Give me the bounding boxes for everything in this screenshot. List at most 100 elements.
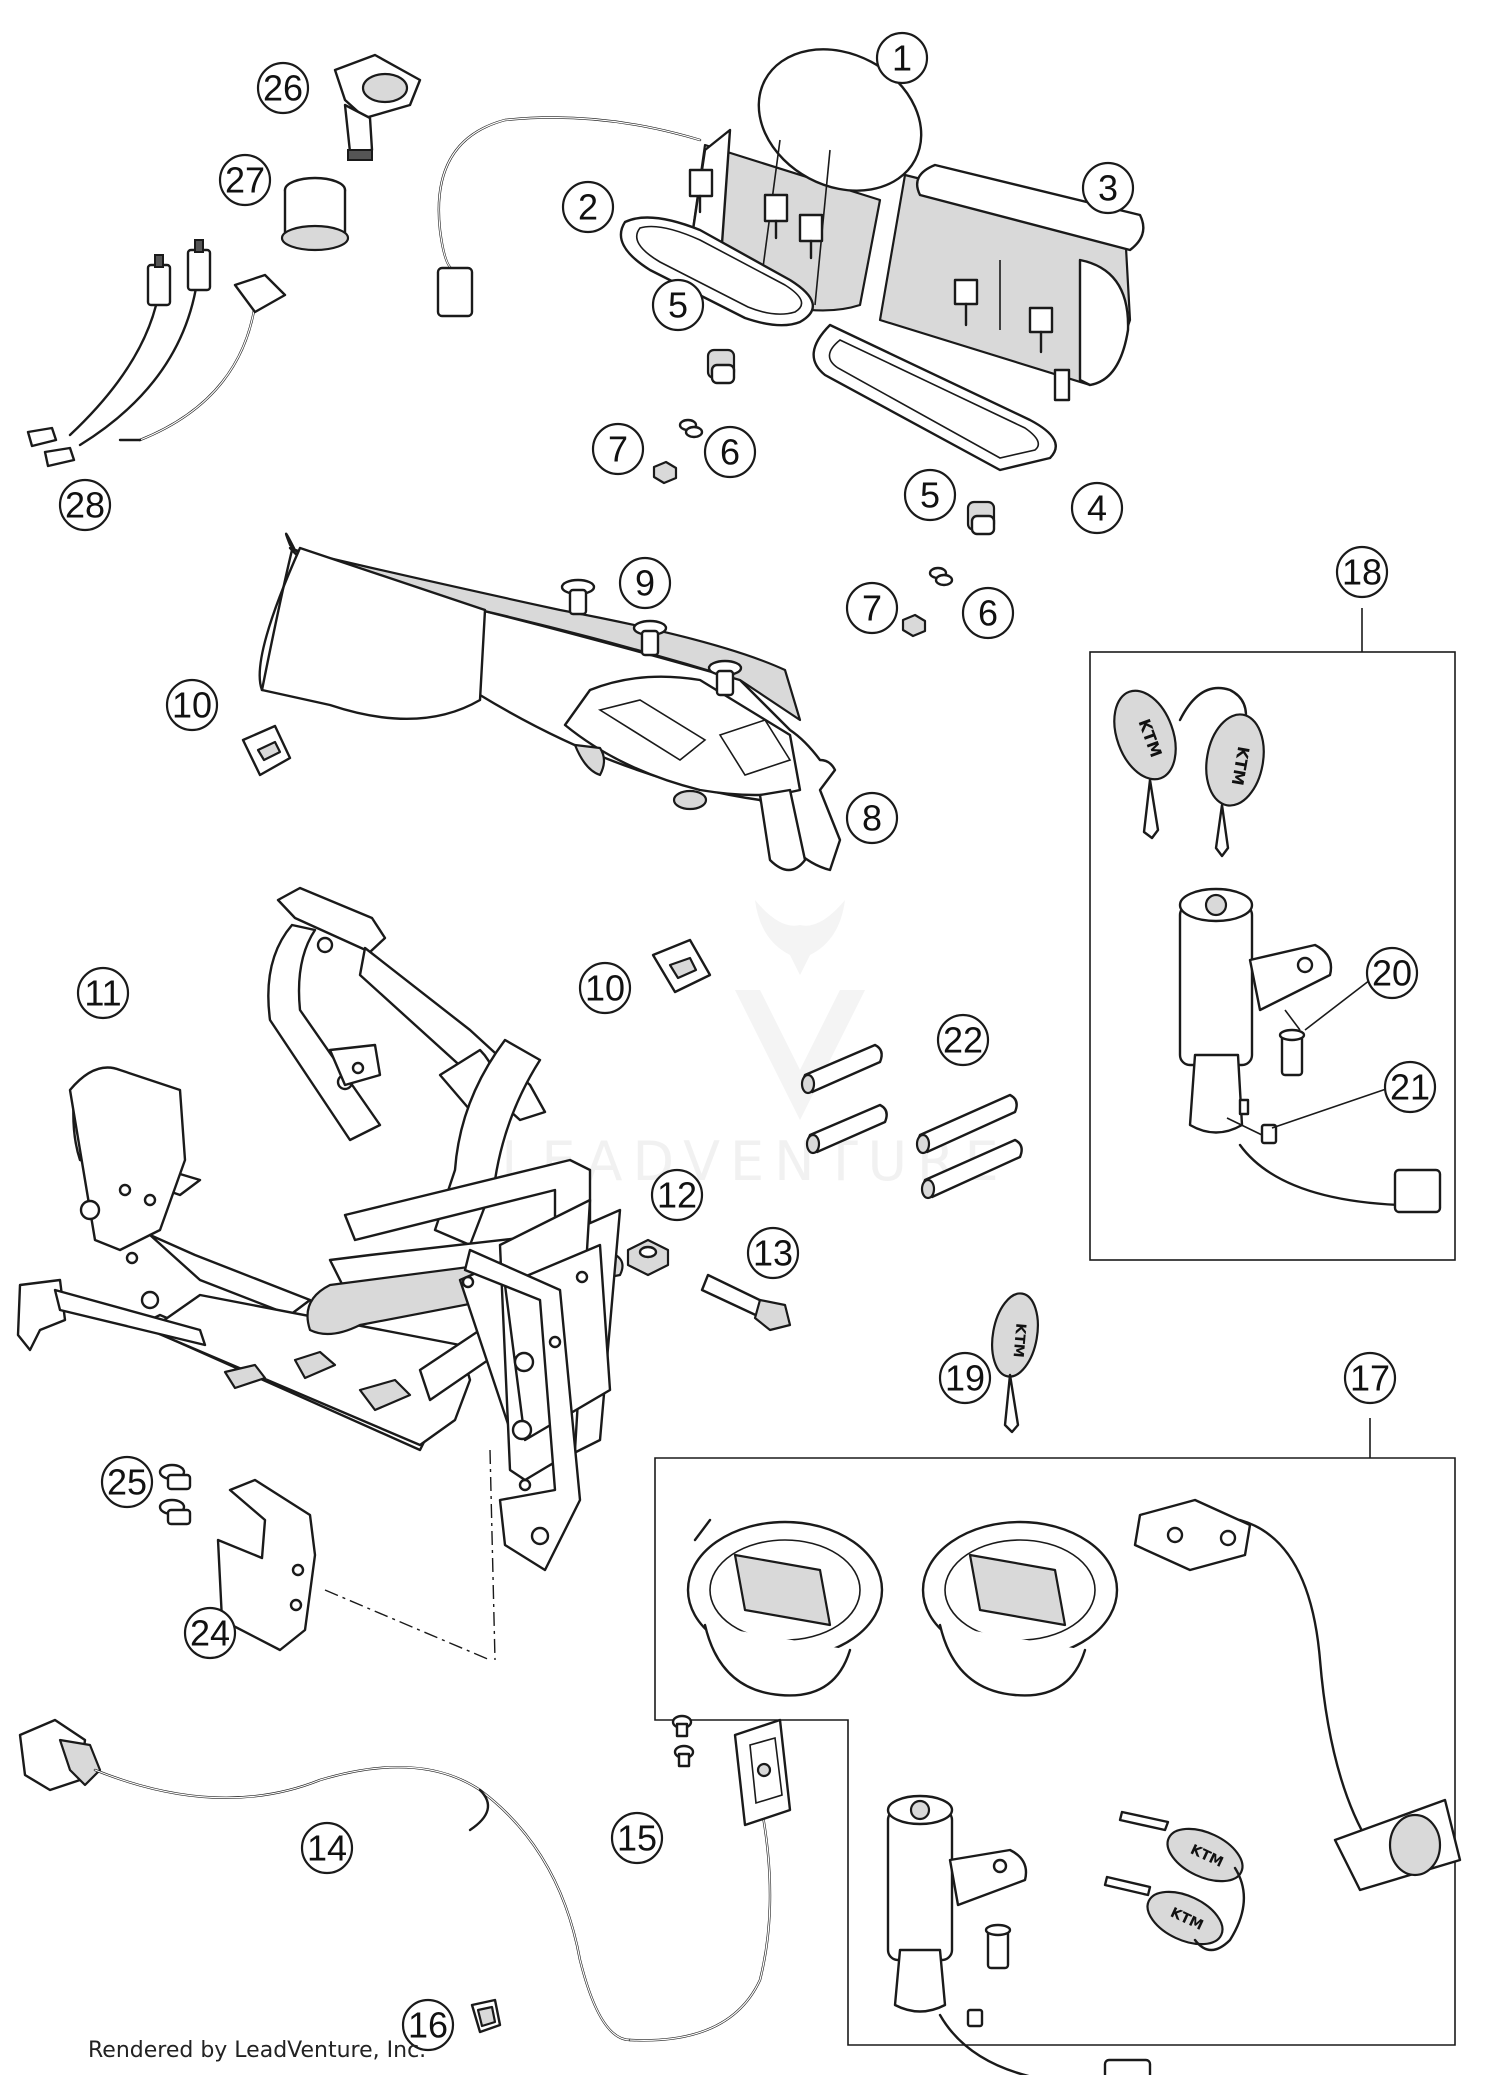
callout-19-label: 19 bbox=[945, 1358, 985, 1399]
part-nut-7a bbox=[652, 460, 678, 485]
callout-25: 25 bbox=[100, 1455, 154, 1509]
mounting-centerline bbox=[489, 1449, 496, 1661]
callout-6b: 6 bbox=[961, 586, 1015, 640]
callout-5b-label: 5 bbox=[920, 475, 940, 516]
callout-16-label: 16 bbox=[408, 2005, 448, 2046]
part-fuel-cap-a bbox=[686, 1518, 884, 1697]
part-washer-6b bbox=[928, 566, 954, 587]
part-cable-clip-16 bbox=[470, 1998, 502, 2034]
part-screw-9b bbox=[632, 619, 668, 657]
part-keys-18: KTM KTM bbox=[1113, 686, 1265, 858]
callout-18-label: 18 bbox=[1342, 552, 1382, 593]
part-screw-15b bbox=[673, 1744, 695, 1768]
callout-20: 20 bbox=[1365, 946, 1419, 1000]
callout-28-label: 28 bbox=[65, 485, 105, 526]
callout-17-label: 17 bbox=[1350, 1358, 1390, 1399]
callout-15: 15 bbox=[610, 1811, 664, 1865]
callout-28: 28 bbox=[58, 478, 112, 532]
part-screw-9c bbox=[707, 659, 743, 697]
callout-10b: 10 bbox=[578, 961, 632, 1015]
callout-19: 19 bbox=[938, 1351, 992, 1405]
callout-27-label: 27 bbox=[225, 160, 265, 201]
part-bolt-13 bbox=[700, 1273, 792, 1332]
render-credit: Rendered by LeadVenture, Inc. bbox=[88, 2038, 427, 2063]
callout-7b-label: 7 bbox=[862, 588, 882, 629]
callout-16: 16 bbox=[401, 1998, 455, 2052]
kit-box-17 bbox=[654, 1457, 1456, 2046]
callout-9-label: 9 bbox=[635, 563, 655, 604]
callout-25-label: 25 bbox=[107, 1462, 147, 1503]
part-nut-12 bbox=[626, 1238, 670, 1277]
callout-1-label: 1 bbox=[892, 38, 912, 79]
part-rubber-grommet-5b bbox=[966, 500, 996, 536]
part-screw-25a bbox=[158, 1463, 192, 1491]
callout-3-label: 3 bbox=[1098, 168, 1118, 209]
speedometer-cable-connector bbox=[436, 266, 474, 318]
mounting-centerline-2 bbox=[324, 1589, 491, 1661]
kit-box-18 bbox=[1089, 651, 1456, 1261]
callout-21-label: 21 bbox=[1390, 1067, 1430, 1108]
callout-8-label: 8 bbox=[862, 798, 882, 839]
callout-20-label: 20 bbox=[1372, 953, 1412, 994]
part-keys-17: KTM KTM bbox=[1103, 1810, 1246, 1952]
callout-10a-label: 10 bbox=[172, 685, 212, 726]
part-headlight-bracket bbox=[16, 886, 624, 1572]
callout-24: 24 bbox=[183, 1606, 237, 1660]
callout-26: 26 bbox=[256, 61, 310, 115]
part-display-gasket bbox=[812, 323, 1057, 472]
callout-5a-label: 5 bbox=[668, 285, 688, 326]
callout-12: 12 bbox=[650, 1168, 704, 1222]
callout-10b-label: 10 bbox=[585, 968, 625, 1009]
callout-6a-label: 6 bbox=[720, 432, 740, 473]
callout-10a: 10 bbox=[165, 678, 219, 732]
part-socket-harness bbox=[26, 239, 287, 468]
key-logo-19: KTM bbox=[1010, 1323, 1029, 1359]
part-rubber-sleeves bbox=[800, 1043, 1023, 1200]
part-clip-nut-10a bbox=[241, 724, 292, 777]
part-fuel-cap-b bbox=[921, 1520, 1119, 1697]
part-screw-15a bbox=[671, 1714, 693, 1738]
part-ignition-lock-17 bbox=[886, 1794, 1152, 2075]
part-washer-6a bbox=[678, 418, 704, 439]
part-nut-7b bbox=[901, 613, 927, 638]
part-relay-15 bbox=[733, 1718, 792, 1827]
callout-11-label: 11 bbox=[84, 973, 121, 1014]
part-ignition-lock-18 bbox=[1178, 887, 1442, 1214]
callout-12-label: 12 bbox=[657, 1175, 697, 1216]
callout-15-label: 15 bbox=[617, 1818, 657, 1859]
callout-22: 22 bbox=[936, 1013, 990, 1067]
callout-7a-label: 7 bbox=[608, 429, 628, 470]
callout-11: 11 bbox=[76, 966, 130, 1020]
callout-6a: 6 bbox=[703, 425, 757, 479]
part-rubber-grommet-5a bbox=[706, 348, 736, 385]
callout-18: 18 bbox=[1335, 545, 1389, 599]
callout-5a: 5 bbox=[651, 278, 705, 332]
callout-6b-label: 6 bbox=[978, 593, 998, 634]
callout-9: 9 bbox=[618, 556, 672, 610]
part-screw-9a bbox=[560, 578, 596, 616]
callout-27: 27 bbox=[218, 153, 272, 207]
callout-13-label: 13 bbox=[753, 1233, 793, 1274]
leader-lines bbox=[1226, 979, 1393, 1136]
callout-22-label: 22 bbox=[943, 1020, 983, 1061]
part-key-19: KTM bbox=[991, 1292, 1039, 1434]
callout-2-label: 2 bbox=[578, 187, 598, 228]
callout-14-label: 14 bbox=[307, 1828, 347, 1869]
part-clip-nut-10b bbox=[651, 938, 712, 994]
callout-4-label: 4 bbox=[1087, 488, 1107, 529]
callout-17: 17 bbox=[1343, 1351, 1397, 1405]
callout-8: 8 bbox=[845, 791, 899, 845]
callout-13: 13 bbox=[746, 1226, 800, 1280]
part-wiring-harness bbox=[18, 1718, 772, 2042]
part-bracket-24 bbox=[216, 1478, 317, 1652]
part-speedometer-gasket bbox=[619, 216, 815, 327]
part-screw-25b bbox=[158, 1498, 192, 1526]
callout-14: 14 bbox=[300, 1821, 354, 1875]
callout-2: 2 bbox=[561, 180, 615, 234]
callout-1: 1 bbox=[875, 31, 929, 85]
callout-7a: 7 bbox=[591, 422, 645, 476]
part-seat-lock bbox=[1133, 1498, 1462, 1892]
callout-24-label: 24 bbox=[190, 1613, 230, 1654]
callout-26-label: 26 bbox=[263, 68, 303, 109]
callout-21: 21 bbox=[1383, 1060, 1437, 1114]
